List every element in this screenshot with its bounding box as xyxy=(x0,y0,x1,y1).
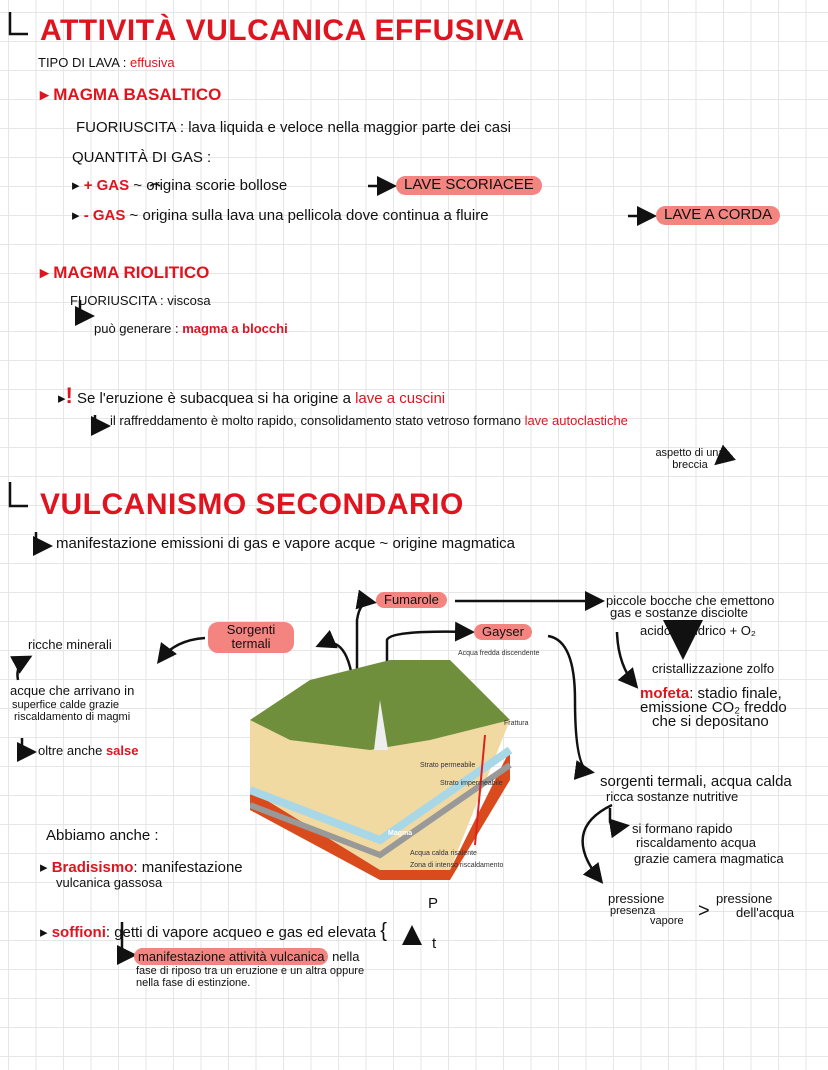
cristallizzazione: cristallizzazione zolfo xyxy=(652,661,775,676)
breccia-note: aspetto di una breccia xyxy=(655,447,725,471)
pressione-acqua-1: pressione xyxy=(716,891,773,906)
riolitico-title-text: MAGMA RIOLITICO xyxy=(53,263,210,282)
label-strato-permeabile: Strato permeabile xyxy=(420,762,476,769)
corner-arrow-2 xyxy=(8,482,28,508)
mofeta: mofeta xyxy=(640,685,690,702)
meno-gas-row: ▸ - GAS ~ origina sulla lava una pellico… xyxy=(72,207,489,224)
bradisismo: Bradisismo xyxy=(51,859,134,876)
piu-gas-text: origina scorie bollose xyxy=(146,177,288,194)
basaltico-fuoriuscita: FUORIUSCITA : lava liquida e veloce nell… xyxy=(76,119,511,136)
soffioni-highlight: manifestazione attività vulcanica xyxy=(134,948,329,965)
soffioni-line-3: fase di riposo tra un eruzione e un altr… xyxy=(136,965,365,977)
label-zona: Zona di intenso riscaldamento xyxy=(410,862,504,869)
pressione-2: presenza xyxy=(610,905,656,917)
riolitico-title: ▸ MAGMA RIOLITICO xyxy=(40,263,210,282)
basaltico-title-text: MAGMA BASALTICO xyxy=(53,85,222,104)
mofeta-line-3: che si depositano xyxy=(652,713,769,730)
tipo-label: TIPO DI LAVA : xyxy=(38,55,127,70)
acido-solfidrico: acido solfidrico + O₂ xyxy=(640,623,756,638)
sorgenti-termali-badge: Sorgenti termali xyxy=(208,622,294,653)
genera-label: può generare : xyxy=(94,321,179,336)
fumarole-desc-2: gas e sostanze disciolte xyxy=(610,605,749,620)
fumarole-desc-1: piccole bocche che emettono xyxy=(606,593,775,608)
mofeta-line-1: mofeta: stadio finale, xyxy=(640,685,782,703)
formano-2: riscaldamento acqua xyxy=(636,835,756,850)
t-label: t xyxy=(432,935,437,952)
gayser-badge: Gayser xyxy=(474,624,532,641)
gayser-desc-2: ricca sostanze nutritive xyxy=(606,789,739,804)
riolitico-genera: può generare : magma a blocchi xyxy=(94,321,288,336)
tipo-value: effusiva xyxy=(130,55,175,70)
bradisismo-text: : manifestazione xyxy=(133,859,243,876)
pressione-3: vapore xyxy=(650,915,684,927)
subacquea-detail-text: il raffreddamento è molto rapido, consol… xyxy=(110,413,521,428)
section-title-effusiva: ATTIVITÀ VULCANICA EFFUSIVA xyxy=(40,14,525,47)
label-acqua-calda: Acqua calda risalente xyxy=(410,850,477,857)
acque-line-1: acque che arrivano in xyxy=(10,683,135,698)
meno-gas-label: - GAS xyxy=(83,207,126,224)
greater-than: > xyxy=(698,900,710,922)
subacquea-row: ▸! Se l'eruzione è subacquea si ha origi… xyxy=(58,383,446,408)
piu-gas-label: + GAS xyxy=(83,177,130,194)
geothermal-diagram xyxy=(250,660,513,880)
meno-gas-text: origina sulla lava una pellicola dove co… xyxy=(142,207,489,224)
bradisismo-row: ▸ Bradisismo: manifestazione xyxy=(40,859,243,876)
soffioni-line-1: manifestazione attività vulcanica nella xyxy=(134,948,360,965)
mofeta-line-2: emissione CO₂ freddo xyxy=(640,699,787,716)
acque-line-2: superfice calde grazie xyxy=(12,699,120,711)
subacquea-detail: il raffreddamento è molto rapido, consol… xyxy=(110,413,628,428)
oltre-salse: oltre anche salse xyxy=(38,743,139,758)
acque-line-3: riscaldamento di magmi xyxy=(14,711,131,723)
label-acqua-fredda: Acqua fredda discendente xyxy=(458,650,540,657)
genera-value: magma a blocchi xyxy=(182,321,288,336)
lave-a-corda-badge: LAVE A CORDA xyxy=(656,206,781,225)
piu-gas-row: ▸ + GAS ~ origina scorie bollose xyxy=(72,177,288,194)
bradisismo-line-2: vulcanica gassosa xyxy=(56,875,163,890)
gayser-desc-1: sorgenti termali, acqua calda xyxy=(600,773,792,790)
pressione-acqua-2: dell'acqua xyxy=(736,905,795,920)
pressione-1: pressione xyxy=(608,891,665,906)
abbiamo-anche: Abbiamo anche : xyxy=(46,827,159,844)
fumarole-badge: Fumarole xyxy=(376,592,447,609)
warning-icon: ! xyxy=(65,383,73,408)
basaltico-title: ▸ MAGMA BASALTICO xyxy=(40,85,222,104)
label-strato-impermeabile: Strato impermeabile xyxy=(440,780,503,787)
lave-cuscini: lave a cuscini xyxy=(355,390,446,407)
riolitico-fuoriuscita: FUORIUSCITA : viscosa xyxy=(70,293,211,308)
soffioni-text: : getti di vapore acqueo e gas ed elevat… xyxy=(105,924,377,941)
salse: salse xyxy=(105,743,139,758)
secondario-subtitle: manifestazione emissioni di gas e vapore… xyxy=(56,535,516,552)
ricche-minerali: ricche minerali xyxy=(28,637,112,652)
corner-arrow-1 xyxy=(8,12,28,36)
lave-autoclastiche: lave autoclastiche xyxy=(524,413,628,428)
soffioni: soffioni xyxy=(51,924,106,941)
oltre-text: oltre anche xyxy=(38,743,103,758)
tipo-lava-label: TIPO DI LAVA : effusiva xyxy=(38,55,175,70)
mofeta-text: : stadio finale, xyxy=(689,685,782,702)
section-title-secondario: VULCANISMO SECONDARIO xyxy=(40,488,464,521)
lave-scoriacee-badge: LAVE SCORIACEE xyxy=(396,176,542,195)
formano-3: grazie camera magmatica xyxy=(634,851,784,866)
soffioni-row: ▸ soffioni: getti di vapore acqueo e gas… xyxy=(40,920,387,942)
formano-1: si formano rapido xyxy=(632,821,733,836)
subacquea-text: Se l'eruzione è subacquea si ha origine … xyxy=(77,390,351,407)
p-label: P xyxy=(428,895,439,912)
label-frattura: Frattura xyxy=(504,720,529,727)
soffioni-line-4: nella fase di estinzione. xyxy=(136,977,251,989)
label-magma: Magma xyxy=(388,830,413,837)
soffioni-nella: nella xyxy=(332,949,360,964)
gas-label: QUANTITÀ DI GAS : xyxy=(72,149,212,166)
